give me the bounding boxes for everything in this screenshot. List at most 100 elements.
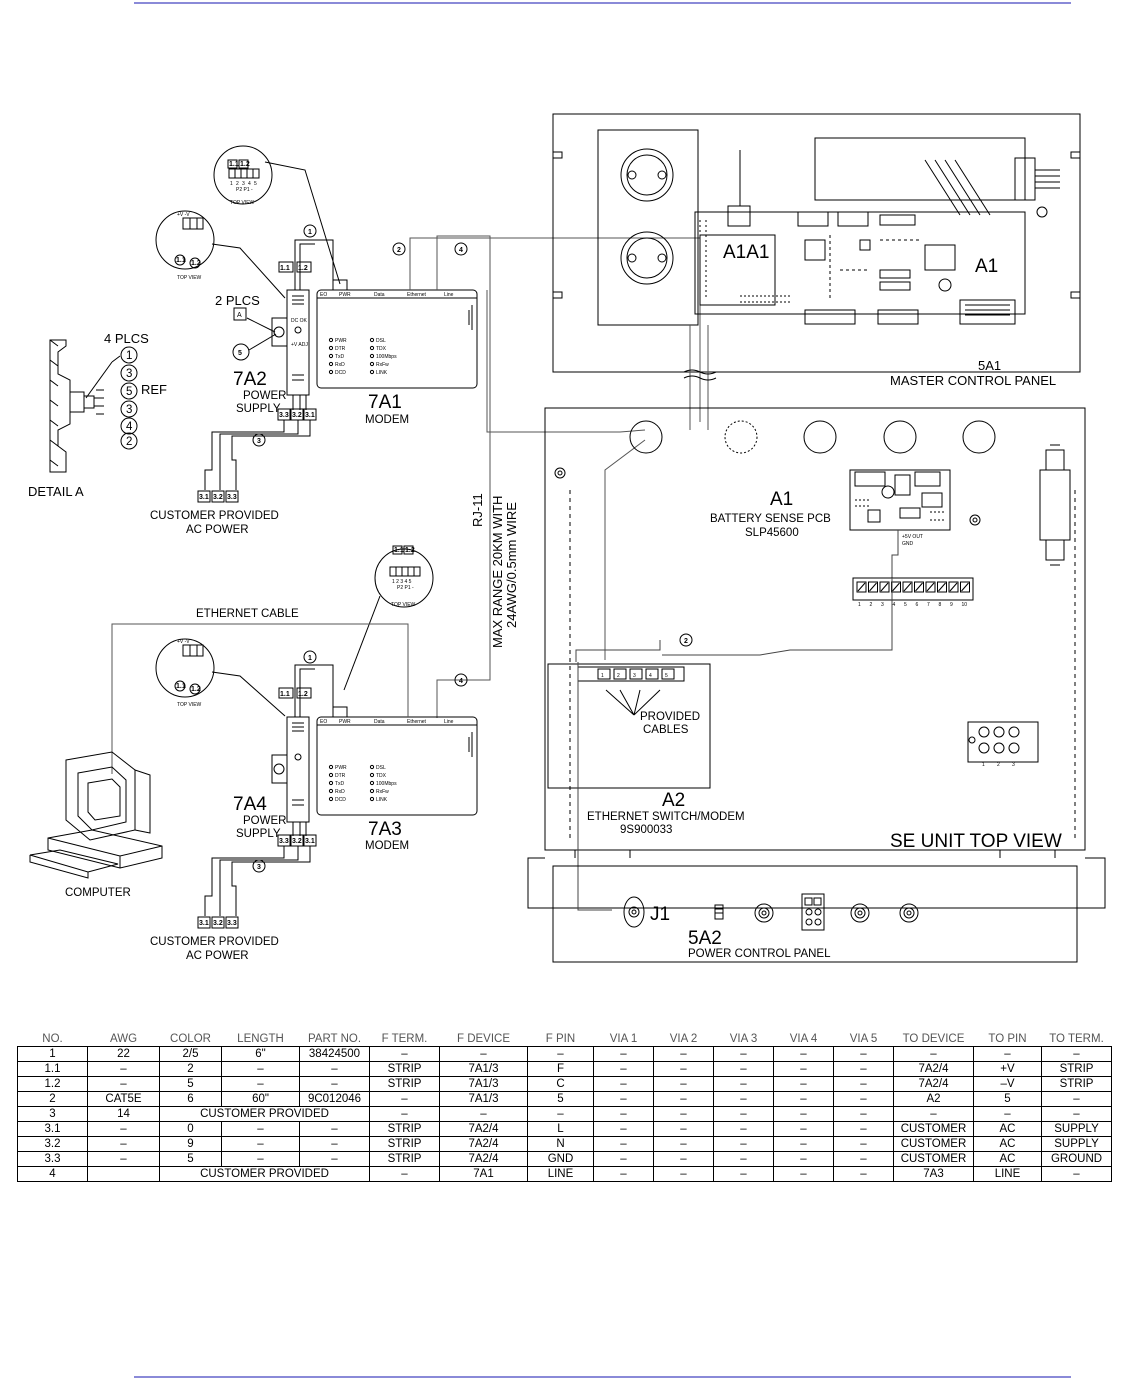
terminal <box>914 581 924 593</box>
sw-num: 2 <box>236 181 239 187</box>
mcp-a1a1-label: A1A1 <box>723 242 769 263</box>
table-cell: AC <box>973 1136 1042 1152</box>
table-cell: A2 <box>893 1091 974 1107</box>
terminal-screw <box>892 582 900 592</box>
table-cell: AC <box>973 1151 1042 1167</box>
modem1-label: MODEM <box>365 414 409 426</box>
bottom-rule <box>134 1376 1071 1378</box>
table-cell: – <box>369 1166 440 1182</box>
table-cell: – <box>713 1046 774 1062</box>
ps2-label-2: SUPPLY <box>236 828 281 840</box>
table-cell: 5 <box>973 1091 1042 1107</box>
led-label: DSL <box>376 338 386 344</box>
table-cell: – <box>87 1151 160 1167</box>
modem-port-label: Ethernet <box>407 719 427 725</box>
terminal <box>937 581 947 593</box>
rj11-label: RJ-11 <box>470 493 485 527</box>
column-header: TO TERM. <box>1049 1033 1104 1045</box>
column-header: TO DEVICE <box>902 1033 965 1045</box>
table-cell: 7A2/4 <box>893 1076 974 1092</box>
knockout-hole <box>883 420 917 454</box>
bubble-1-1: 1.1 <box>176 683 186 690</box>
bubble-1-2: 1.2 <box>191 260 201 267</box>
modem-7a1 <box>316 289 478 389</box>
ps2-label-1: POWER <box>243 815 286 827</box>
range-label-1: MAX RANGE 20KM WITH <box>490 496 505 648</box>
table-cell: – <box>593 1136 654 1152</box>
table-cell: 5 <box>159 1151 222 1167</box>
detail-bubble-label: 3 <box>126 368 132 380</box>
column-header: VIA 5 <box>849 1033 878 1045</box>
led-icon <box>328 764 334 770</box>
table-cell: 0 <box>159 1121 222 1137</box>
column-header: F DEVICE <box>456 1033 511 1045</box>
table-cell: CUSTOMER <box>893 1151 974 1167</box>
bubble-1-1: 1.1 <box>394 547 404 554</box>
table-cell: – <box>369 1091 440 1107</box>
table-cell: – <box>221 1121 300 1137</box>
table-cell: 2 <box>159 1061 222 1077</box>
table-cell: F <box>527 1061 594 1077</box>
table-cell <box>87 1166 160 1182</box>
table-cell: – <box>593 1151 654 1167</box>
terminal-number: 3 <box>881 602 884 608</box>
sw-num: 3 <box>242 181 245 187</box>
table-cell: – <box>713 1136 774 1152</box>
table-cell: – <box>713 1166 774 1182</box>
table-cell: – <box>713 1151 774 1167</box>
table-cell: – <box>439 1046 528 1062</box>
column-header: NO. <box>42 1033 63 1045</box>
bubble-5: 5 <box>238 350 242 357</box>
led-label: DTR <box>335 346 346 352</box>
bubble-3-1: 3.1 <box>305 412 315 419</box>
terminal-number: 2 <box>870 602 873 608</box>
table-cell: 9C012046 <box>299 1091 370 1107</box>
table-cell: – <box>221 1151 300 1167</box>
led-label: RxD <box>335 362 345 368</box>
table-cell: 22 <box>87 1046 160 1062</box>
bubble-3-3: 3.3 <box>279 412 289 419</box>
bubble-2: 2 <box>684 638 688 645</box>
table-cell: – <box>369 1106 440 1122</box>
table-cell: 6 <box>159 1091 222 1107</box>
table-cell: – <box>653 1106 714 1122</box>
terminal-number: 1 <box>982 762 985 768</box>
es-id: A2 <box>662 790 685 811</box>
table-cell: – <box>973 1106 1042 1122</box>
knockout-hole <box>962 420 996 454</box>
terminal-screw <box>938 582 946 592</box>
computer-label: COMPUTER <box>65 887 131 899</box>
knockout-hole <box>629 420 663 454</box>
terminal-screw <box>978 726 990 738</box>
ethernet-cable-label: ETHERNET CABLE <box>196 608 299 620</box>
table-cell: – <box>299 1061 370 1077</box>
table-cell: 7A2/4 <box>439 1151 528 1167</box>
column-header: COLOR <box>170 1033 211 1045</box>
table-cell: 7A1/3 <box>439 1061 528 1077</box>
led-label: 100Mbps <box>376 354 397 360</box>
switch-port <box>597 668 611 680</box>
led-icon <box>369 345 375 351</box>
bubble-3-3: 3.3 <box>227 494 237 501</box>
modem-port-label: PWR <box>339 292 351 298</box>
terminal-screw <box>961 582 969 592</box>
led-label: RxFw <box>376 789 389 795</box>
terminal-screw <box>857 582 866 592</box>
table-cell: 1.2 <box>17 1076 88 1092</box>
table-cell: 2 <box>17 1091 88 1107</box>
led-label: DCD <box>335 370 346 376</box>
table-cell: 14 <box>87 1106 160 1122</box>
table-cell: 3 <box>17 1106 88 1122</box>
table-cell: CUSTOMER PROVIDED <box>159 1106 370 1122</box>
detail-bubble <box>120 400 138 418</box>
pcp-name: POWER CONTROL PANEL <box>688 948 831 960</box>
led-icon <box>369 796 375 802</box>
table-cell: – <box>221 1136 300 1152</box>
terminal-number: 6 <box>916 602 919 608</box>
table-cell: – <box>653 1166 714 1182</box>
